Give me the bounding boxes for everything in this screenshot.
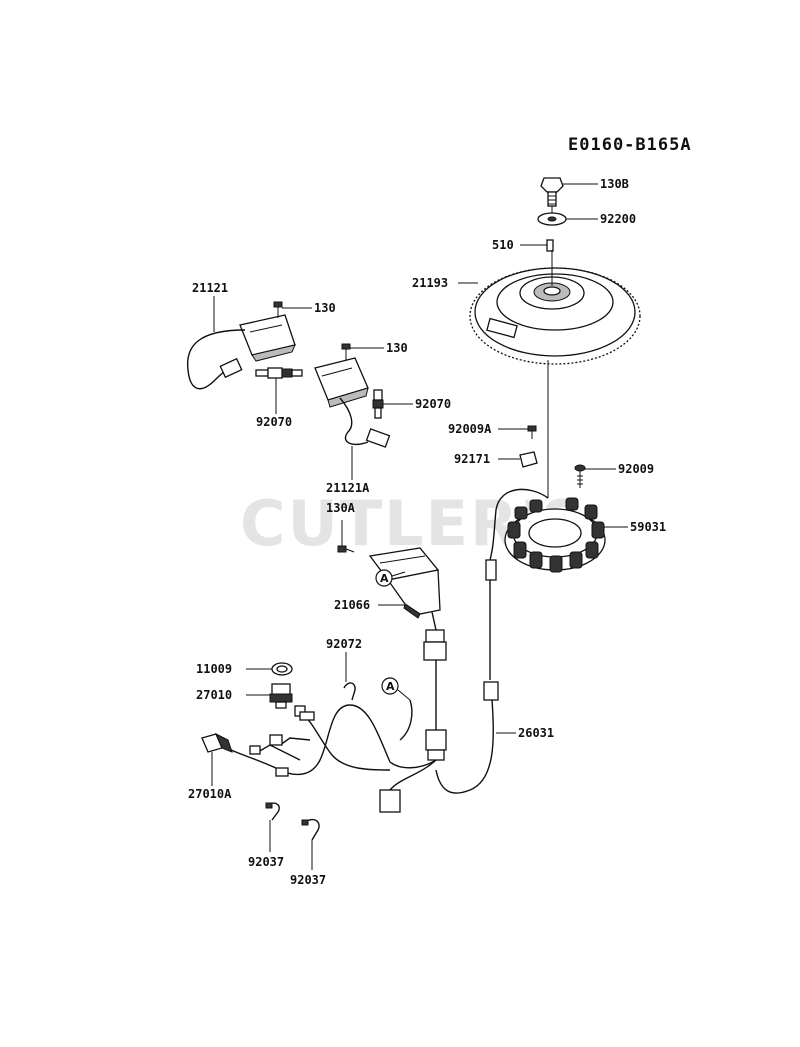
label-27010a: 27010A: [188, 787, 232, 801]
label-92070-right: 92070: [415, 397, 451, 411]
flywheel-21193-part: [469, 206, 641, 365]
label-21121a: 21121A: [326, 481, 370, 495]
clamp-92171-part: [519, 451, 538, 468]
label-92009: 92009: [618, 462, 654, 476]
bolt-130-left-part: [273, 301, 283, 318]
switch-27010a-part: [201, 732, 233, 753]
label-92072: 92072: [326, 637, 362, 651]
spark-plug-92070-left-part: [255, 367, 303, 379]
label-130a: 130A: [326, 501, 356, 515]
label-92171: 92171: [454, 452, 490, 466]
regulator-21066-part: [368, 547, 447, 661]
spark-plug-92070-right-part: [372, 389, 384, 419]
label-92037-right: 92037: [290, 873, 326, 887]
callout-a-lower: [381, 677, 399, 695]
washer-92200-part: [537, 212, 567, 226]
bolt-92009-part: [574, 464, 586, 488]
label-21066: 21066: [334, 598, 370, 612]
wire-harness-26031-part: [219, 580, 499, 813]
callout-a-lower-leader: [397, 689, 411, 701]
label-21193: 21193: [412, 276, 448, 290]
callout-a-upper: [375, 569, 393, 587]
screw-92009a-part: [527, 425, 537, 439]
clamp-92037-right-tab: [301, 819, 309, 826]
label-92037-left: 92037: [248, 855, 284, 869]
key-510-part: [546, 239, 554, 252]
callout-a-upper-label: A: [380, 572, 389, 585]
clamp-92072-part: [343, 682, 356, 701]
ignition-coil-21121a-part: [314, 357, 391, 448]
label-510: 510: [492, 238, 514, 252]
label-92009a: 92009A: [448, 422, 492, 436]
label-92070-left: 92070: [256, 415, 292, 429]
stator-59031-part: [485, 488, 606, 581]
switch-27010-part: [269, 683, 293, 709]
callout-a-upper-leader: [391, 571, 406, 577]
ignition-coil-21121-part: [186, 314, 296, 390]
label-26031: 26031: [518, 726, 554, 740]
diagram-code: E0160-B165A: [568, 135, 692, 155]
gasket-11009-part: [271, 662, 293, 676]
label-130-right: 130: [386, 341, 408, 355]
label-92200: 92200: [600, 212, 636, 226]
label-59031: 59031: [630, 520, 666, 534]
label-27010: 27010: [196, 688, 232, 702]
label-130-left: 130: [314, 301, 336, 315]
clamp-92037-left-tab: [265, 802, 273, 809]
label-21121: 21121: [192, 281, 228, 295]
label-130b: 130B: [600, 177, 629, 191]
label-11009: 11009: [196, 662, 232, 676]
bolt-130b-part: [540, 177, 564, 207]
callout-a-lower-label: A: [386, 680, 395, 693]
bolt-130-right-part: [341, 343, 351, 360]
